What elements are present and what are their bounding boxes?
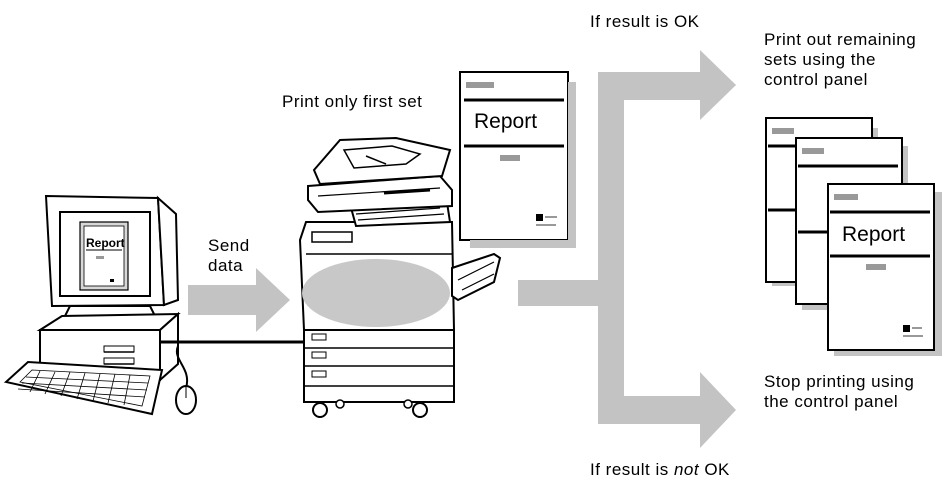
computer-illustration: Report [3, 194, 197, 416]
remaining-sets-documents-icon: Report [765, 117, 942, 356]
if-ok-label: If result is OK [590, 12, 700, 31]
stack-doc-title: Report [842, 223, 905, 246]
print-remaining-label: Print out remaining sets using the contr… [764, 30, 916, 90]
monitor-icon: Report [44, 194, 180, 319]
control-panel-highlight [302, 259, 450, 327]
first-set-doc-title: Report [474, 110, 537, 133]
stop-printing-line2: the control panel [764, 392, 899, 411]
print-first-set-label: Print only first set [282, 92, 423, 111]
send-data-label-line1: Send [208, 236, 250, 255]
send-data-label-line2: data [208, 256, 244, 275]
first-set-document-icon: Report [459, 71, 576, 248]
monitor-doc-title: Report [86, 236, 125, 250]
stop-printing-line1: Stop printing using [764, 372, 915, 391]
print-remaining-line2: sets using the [764, 50, 876, 69]
print-remaining-line1: Print out remaining [764, 30, 917, 49]
keyboard-icon [3, 360, 164, 416]
print-remaining-line3: control panel [764, 70, 868, 89]
if-not-ok-emphasis: not [673, 460, 700, 479]
send-data-label: Send data [208, 236, 250, 276]
send-data-arrow [188, 268, 290, 332]
stop-printing-label: Stop printing using the control panel [764, 372, 914, 412]
printer-illustration [298, 136, 502, 418]
if-not-ok-suffix: OK [699, 460, 730, 479]
branch-arrow [518, 50, 736, 448]
mouse-icon [175, 345, 197, 415]
if-not-ok-label: If result is not OK [590, 460, 730, 480]
if-not-ok-prefix: If result is [590, 460, 674, 479]
